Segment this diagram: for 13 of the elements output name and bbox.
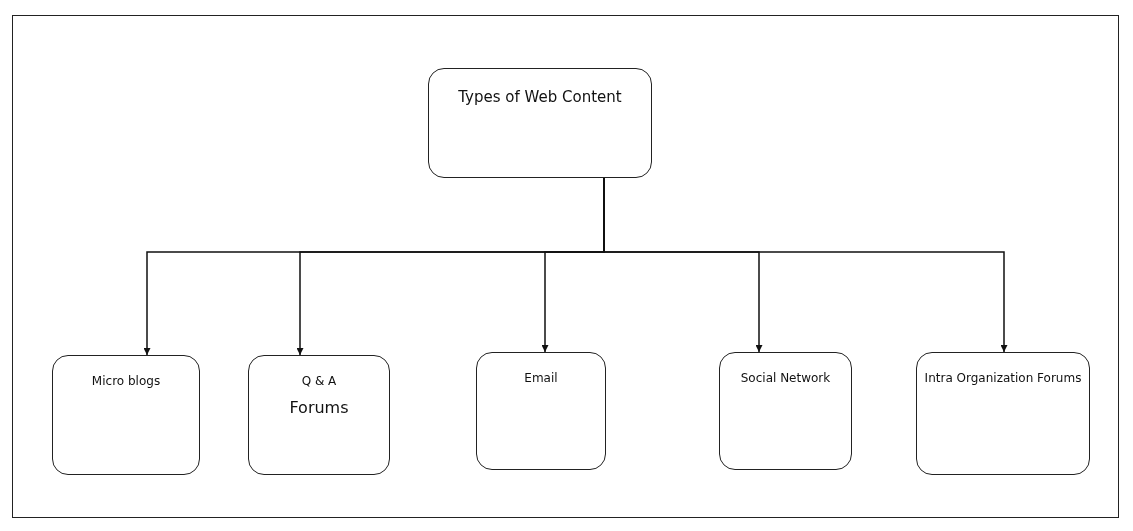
node-label: Social Network: [740, 370, 831, 387]
category-box: [719, 352, 852, 470]
category-box: [916, 352, 1090, 475]
category-box: [52, 355, 200, 475]
category-box: [248, 355, 390, 475]
root-box: [428, 68, 652, 178]
title-text: Types of Web Content: [458, 87, 622, 108]
node-label: Q & A: [301, 373, 337, 390]
category-box: [476, 352, 606, 470]
node-label: Forums: [289, 396, 349, 419]
node-label: Email: [524, 370, 558, 387]
node-label: Intra Organization Forums: [924, 370, 1082, 387]
node-label: Micro blogs: [91, 373, 161, 390]
